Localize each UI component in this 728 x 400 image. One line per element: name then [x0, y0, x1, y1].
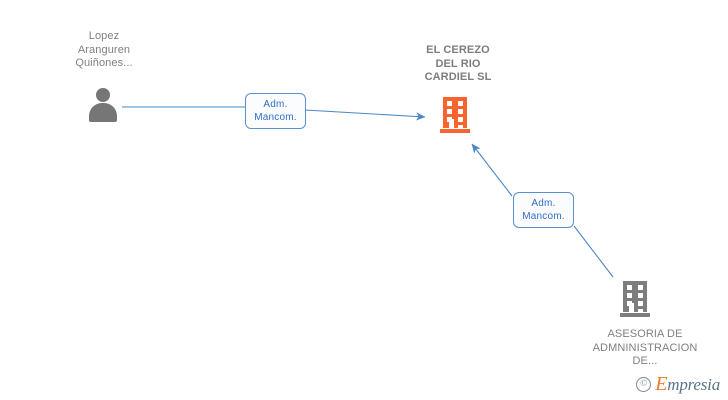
brand-wordmark: Empresia — [655, 373, 720, 396]
edge-label-adm-mancom-1[interactable]: Adm. Mancom. — [245, 93, 306, 129]
watermark-empresia: © Empresia — [636, 373, 720, 396]
building-icon-company-main[interactable] — [440, 97, 470, 133]
person-icon[interactable] — [87, 88, 119, 124]
building-window — [638, 285, 643, 290]
building-window — [627, 285, 632, 290]
building-window — [447, 101, 452, 106]
building-base — [440, 129, 470, 133]
person-body — [89, 103, 117, 122]
node-label-company-advisor: ASESORIA DE ADMNINISTRACION DE... — [592, 328, 698, 367]
building-door — [629, 303, 634, 312]
node-label-company-main: EL CEREZO DEL RIO CARDIEL SL — [424, 44, 492, 83]
building-window — [638, 301, 643, 306]
building-icon-company-advisor[interactable] — [620, 281, 650, 317]
building-base — [620, 313, 650, 317]
building-window — [638, 309, 643, 312]
node-label-person: Lopez Aranguren Quiñones... — [75, 30, 133, 69]
edge-label-adm-mancom-2[interactable]: Adm. Mancom. — [513, 192, 574, 228]
edge-line-advisor-to-label — [573, 225, 614, 278]
building-window — [458, 109, 463, 114]
building-window — [458, 125, 463, 128]
brand-rest: mpresia — [667, 375, 720, 394]
building-window — [627, 293, 632, 298]
edge-line-label-to-company-2 — [471, 143, 513, 197]
building-window — [447, 109, 452, 114]
brand-initial: E — [655, 373, 668, 395]
person-head — [96, 88, 110, 102]
building-door — [449, 119, 454, 128]
building-window — [458, 117, 463, 122]
copyright-icon: © — [636, 377, 652, 392]
building-window — [638, 293, 643, 298]
edge-line-label-to-company — [304, 109, 426, 121]
building-window — [458, 101, 463, 106]
